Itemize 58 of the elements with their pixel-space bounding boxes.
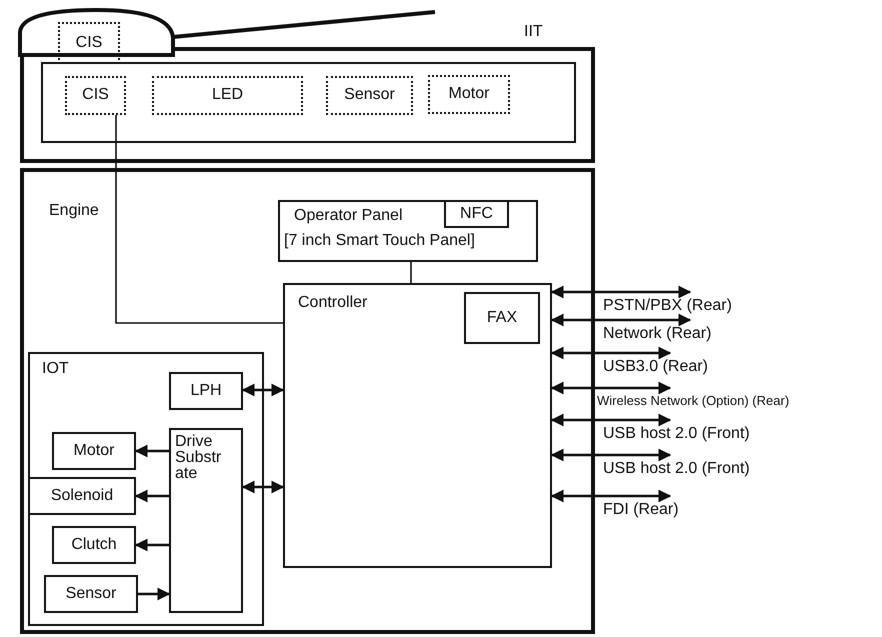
port-label-text: Wireless Network (Option) (Rear) bbox=[597, 394, 790, 409]
block-label: Motor bbox=[448, 85, 490, 104]
block-label: Sensor bbox=[344, 86, 395, 105]
arrow bbox=[550, 490, 672, 502]
block-label: LPH bbox=[190, 382, 222, 400]
port-label-text: FDI (Rear) bbox=[603, 501, 679, 520]
block-box bbox=[278, 200, 538, 262]
dotted-component-box bbox=[152, 76, 303, 115]
block-box bbox=[169, 372, 243, 410]
block-label: CIS bbox=[76, 34, 102, 52]
block-label: Sensor bbox=[66, 584, 116, 604]
dotted-component-box bbox=[326, 76, 413, 115]
block-label: LED bbox=[212, 86, 244, 105]
block-box bbox=[28, 477, 136, 515]
block-label: NFC bbox=[460, 204, 493, 224]
block-box bbox=[169, 428, 243, 613]
block-label: FAX bbox=[486, 308, 518, 328]
block-label: Drive Substrate bbox=[175, 434, 222, 482]
arrow bbox=[134, 538, 169, 552]
dotted-component-box bbox=[65, 76, 126, 115]
dotted-component-box bbox=[428, 75, 510, 114]
arrow bbox=[134, 444, 169, 458]
block-label: Controller bbox=[298, 294, 368, 312]
arrow bbox=[242, 384, 284, 396]
arrow bbox=[550, 414, 672, 426]
block-label: CIS bbox=[82, 86, 109, 105]
arrow bbox=[138, 588, 170, 600]
block-box bbox=[20, 168, 595, 634]
arrow bbox=[134, 490, 169, 502]
arrow bbox=[550, 382, 672, 394]
port-label-text: USB host 2.0 (Front) bbox=[603, 425, 750, 444]
arrow bbox=[550, 346, 672, 360]
panel-box bbox=[41, 62, 576, 143]
port-label-text: Network (Rear) bbox=[603, 325, 712, 344]
block-box bbox=[464, 292, 540, 344]
block-label: IOT bbox=[42, 360, 69, 378]
block-label: IIT bbox=[524, 23, 543, 42]
arrow bbox=[242, 480, 284, 494]
arrow bbox=[550, 448, 672, 462]
arrow bbox=[550, 314, 692, 326]
port-label-text: PSTN/PBX (Rear) bbox=[603, 297, 732, 316]
block-label: Solenoid bbox=[50, 486, 114, 506]
connector-line bbox=[115, 115, 283, 324]
block-box bbox=[283, 283, 552, 568]
block-label: [7 inch Smart Touch Panel] bbox=[284, 232, 475, 250]
block-title: Operator Panel bbox=[294, 207, 403, 226]
port-label-text: USB host 2.0 (Front) bbox=[603, 460, 750, 478]
block-box bbox=[44, 575, 138, 613]
block-label: Motor bbox=[74, 442, 114, 460]
block-label: Engine bbox=[49, 202, 99, 220]
block-box bbox=[444, 200, 509, 228]
block-box bbox=[28, 352, 264, 626]
connector-line bbox=[410, 262, 412, 283]
arrow bbox=[550, 286, 692, 298]
block-box bbox=[52, 526, 136, 564]
block-box bbox=[52, 432, 136, 470]
block-label: Clutch bbox=[71, 536, 117, 554]
port-label-text: USB3.0 (Rear) bbox=[603, 358, 708, 376]
